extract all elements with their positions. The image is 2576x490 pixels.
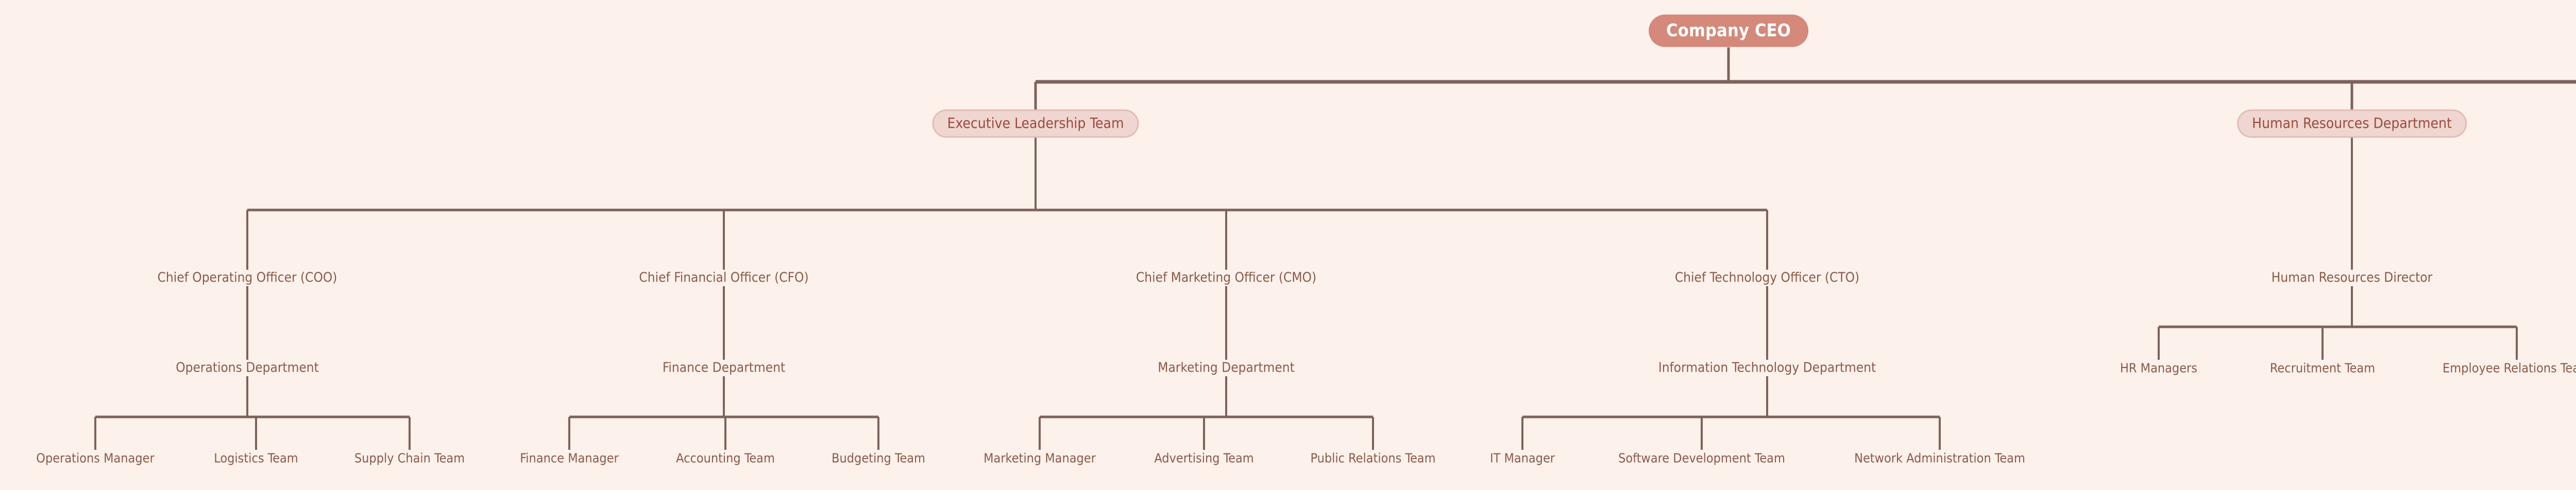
org-node-finance-department[interactable]: Finance Department xyxy=(662,360,786,376)
org-node-budgeting-team[interactable]: Budgeting Team xyxy=(832,450,925,466)
org-node-advertising-team[interactable]: Advertising Team xyxy=(1154,450,1254,466)
org-node-executive-leadership-team[interactable]: Executive Leadership Team xyxy=(932,109,1139,138)
org-node-chief-operating-officer-coo[interactable]: Chief Operating Officer (COO) xyxy=(157,270,337,286)
org-node-public-relations-team[interactable]: Public Relations Team xyxy=(1310,450,1436,466)
org-node-software-development-team[interactable]: Software Development Team xyxy=(1618,450,1785,466)
org-node-it-manager[interactable]: IT Manager xyxy=(1489,450,1555,466)
org-node-supply-chain-team[interactable]: Supply Chain Team xyxy=(354,450,465,466)
org-node-network-administration-team[interactable]: Network Administration Team xyxy=(1854,450,2025,466)
org-node-company-ceo[interactable]: Company CEO xyxy=(1649,14,1808,47)
org-node-hr-managers[interactable]: HR Managers xyxy=(2120,360,2197,376)
org-node-information-technology-department[interactable]: Information Technology Department xyxy=(1658,360,1876,376)
org-node-finance-manager[interactable]: Finance Manager xyxy=(520,450,619,466)
org-node-chief-marketing-officer-cmo[interactable]: Chief Marketing Officer (CMO) xyxy=(1136,270,1317,286)
org-node-marketing-manager[interactable]: Marketing Manager xyxy=(984,450,1096,466)
org-node-logistics-team[interactable]: Logistics Team xyxy=(214,450,298,466)
org-node-accounting-team[interactable]: Accounting Team xyxy=(676,450,775,466)
org-node-chief-financial-officer-cfo[interactable]: Chief Financial Officer (CFO) xyxy=(639,270,809,286)
org-node-operations-department[interactable]: Operations Department xyxy=(176,360,319,376)
org-node-recruitment-team[interactable]: Recruitment Team xyxy=(2269,360,2376,376)
org-node-chief-technology-officer-cto[interactable]: Chief Technology Officer (CTO) xyxy=(1674,270,1860,286)
org-node-operations-manager[interactable]: Operations Manager xyxy=(36,450,155,466)
org-node-human-resources-director[interactable]: Human Resources Director xyxy=(2271,270,2433,286)
org-node-employee-relations-team[interactable]: Employee Relations Team xyxy=(2443,360,2576,376)
org-node-marketing-department[interactable]: Marketing Department xyxy=(1158,360,1295,376)
org-node-human-resources-department[interactable]: Human Resources Department xyxy=(2237,109,2467,138)
